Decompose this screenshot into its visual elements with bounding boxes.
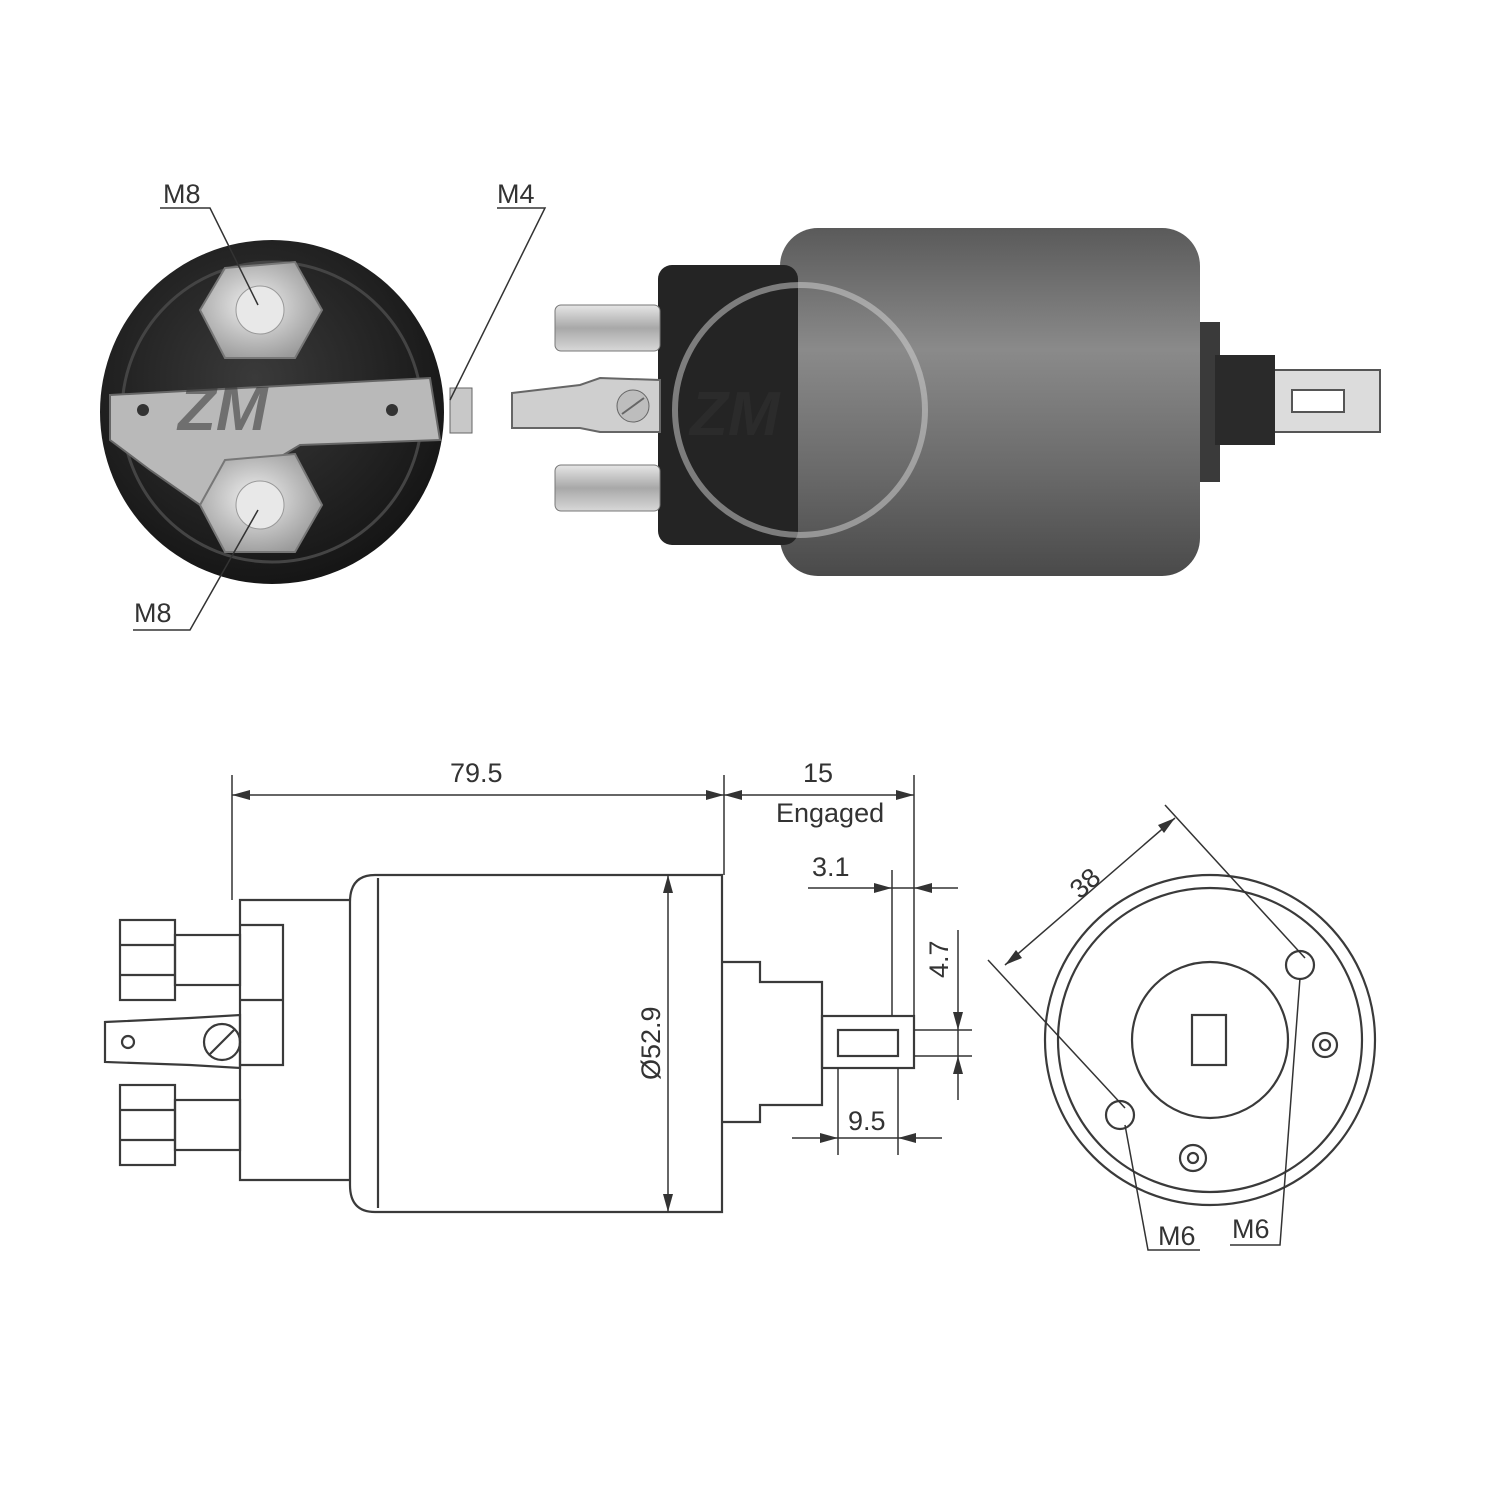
- zm-watermark-logo: ZM: [176, 375, 269, 444]
- drawing-body: [348, 873, 724, 1214]
- label-m4: M4: [497, 179, 535, 209]
- lower-stud: [554, 464, 661, 512]
- end-slot: [1190, 1013, 1228, 1067]
- dim-plunger-travel: 15: [803, 758, 833, 788]
- dim-shaft-step: 3.1: [812, 852, 850, 882]
- right-bolt-hole: [1284, 949, 1316, 981]
- end-outer-circle: [1043, 873, 1377, 1207]
- side-technical-drawing: 79.5 15 Engaged 3.1 4.7 9.5 Ø52.9: [103, 758, 972, 1214]
- top-terminal-nut: [198, 260, 324, 359]
- bottom-terminal-nut: [198, 452, 324, 553]
- dim-slot-width: 4.7: [924, 940, 954, 978]
- label-top-m8: M8: [163, 179, 201, 209]
- dim-shaft-length: 9.5: [848, 1106, 886, 1136]
- dim-plunger-state: Engaged: [776, 798, 884, 828]
- end-boss: [1130, 960, 1290, 1120]
- dim-bolt-spacing: 38: [1064, 862, 1106, 904]
- drawing-spade: [103, 1013, 242, 1070]
- end-technical-drawing: 38 M6 M6: [987, 804, 1377, 1251]
- dim-body-diameter: Ø52.9: [636, 1006, 666, 1080]
- svg-text:ZM: ZM: [688, 380, 781, 449]
- side-view-photo: ZM: [511, 228, 1381, 576]
- left-bolt-hole: [1104, 1099, 1136, 1131]
- drawing-shaft: [820, 1014, 916, 1070]
- drawing-lower-nut: [118, 1083, 177, 1167]
- dim-body-length: 79.5: [450, 758, 503, 788]
- upper-stud: [554, 304, 661, 352]
- drawing-upper-nut: [118, 918, 177, 1002]
- label-left-m6: M6: [1158, 1221, 1196, 1251]
- m4-terminal: [449, 387, 473, 434]
- label-right-m6: M6: [1232, 1214, 1270, 1244]
- end-view-photo: ZM M8 M4 M8: [100, 179, 547, 631]
- solenoid-body: [780, 228, 1200, 576]
- label-bottom-m8: M8: [134, 598, 172, 628]
